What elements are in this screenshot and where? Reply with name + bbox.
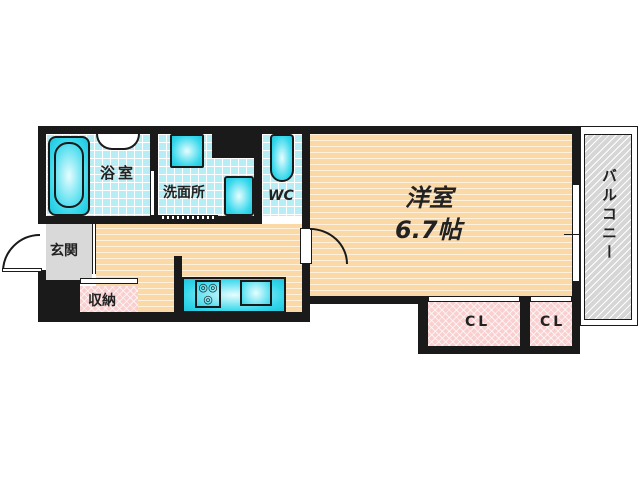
- wall-washroom-top: [212, 134, 254, 158]
- wall-entrance-divider: [92, 224, 96, 274]
- wall-kitchen-pillar: [174, 256, 182, 312]
- bathroom-label: 浴室: [100, 164, 137, 182]
- closet-1-label: CL: [465, 314, 491, 330]
- washroom-label: 洗面所: [163, 185, 205, 201]
- stove-icon: ◎◎◎: [195, 280, 221, 308]
- storage-label: 収納: [88, 293, 116, 309]
- kitchen-sink-icon: [240, 280, 272, 306]
- western-room-label: 洋室: [405, 184, 453, 212]
- balcony-floor: [584, 134, 632, 320]
- bath-door[interactable]: [150, 170, 155, 216]
- washing-machine-icon: [170, 134, 204, 168]
- sliding-door[interactable]: [158, 215, 218, 220]
- closet-2-door[interactable]: [530, 296, 572, 302]
- closet-1-floor: [428, 302, 520, 346]
- balcony-label: バルコニー: [600, 168, 618, 263]
- wall-room-bottom: [302, 296, 426, 304]
- wash-basin-icon: [224, 176, 254, 216]
- toilet-door[interactable]: [262, 216, 302, 226]
- wall-room-left-lower: [302, 226, 310, 312]
- storage-floor: [80, 286, 138, 312]
- entrance-floor: [46, 224, 92, 280]
- wall-left: [38, 126, 46, 224]
- closet-1-door[interactable]: [428, 296, 520, 302]
- closet-2-floor: [530, 302, 572, 346]
- toilet-icon: [270, 134, 294, 182]
- entrance-label: 玄関: [50, 243, 78, 259]
- entrance-door-leaf: [2, 268, 42, 272]
- balcony-window[interactable]: [572, 184, 580, 282]
- toilet-label: WC: [268, 188, 294, 204]
- western-room-size: 6.7帖: [395, 216, 462, 244]
- bathtub-inner: [54, 142, 84, 208]
- wall-lower-left-block: [38, 280, 80, 322]
- window-handle: [564, 234, 592, 235]
- wall-toilet-right: [302, 126, 310, 226]
- storage-door[interactable]: [80, 278, 138, 284]
- western-room-floor: [310, 134, 572, 296]
- wall-wash-toilet: [254, 134, 262, 226]
- closet-2-label: CL: [540, 314, 566, 330]
- wall-washroom-bottom: [46, 216, 258, 224]
